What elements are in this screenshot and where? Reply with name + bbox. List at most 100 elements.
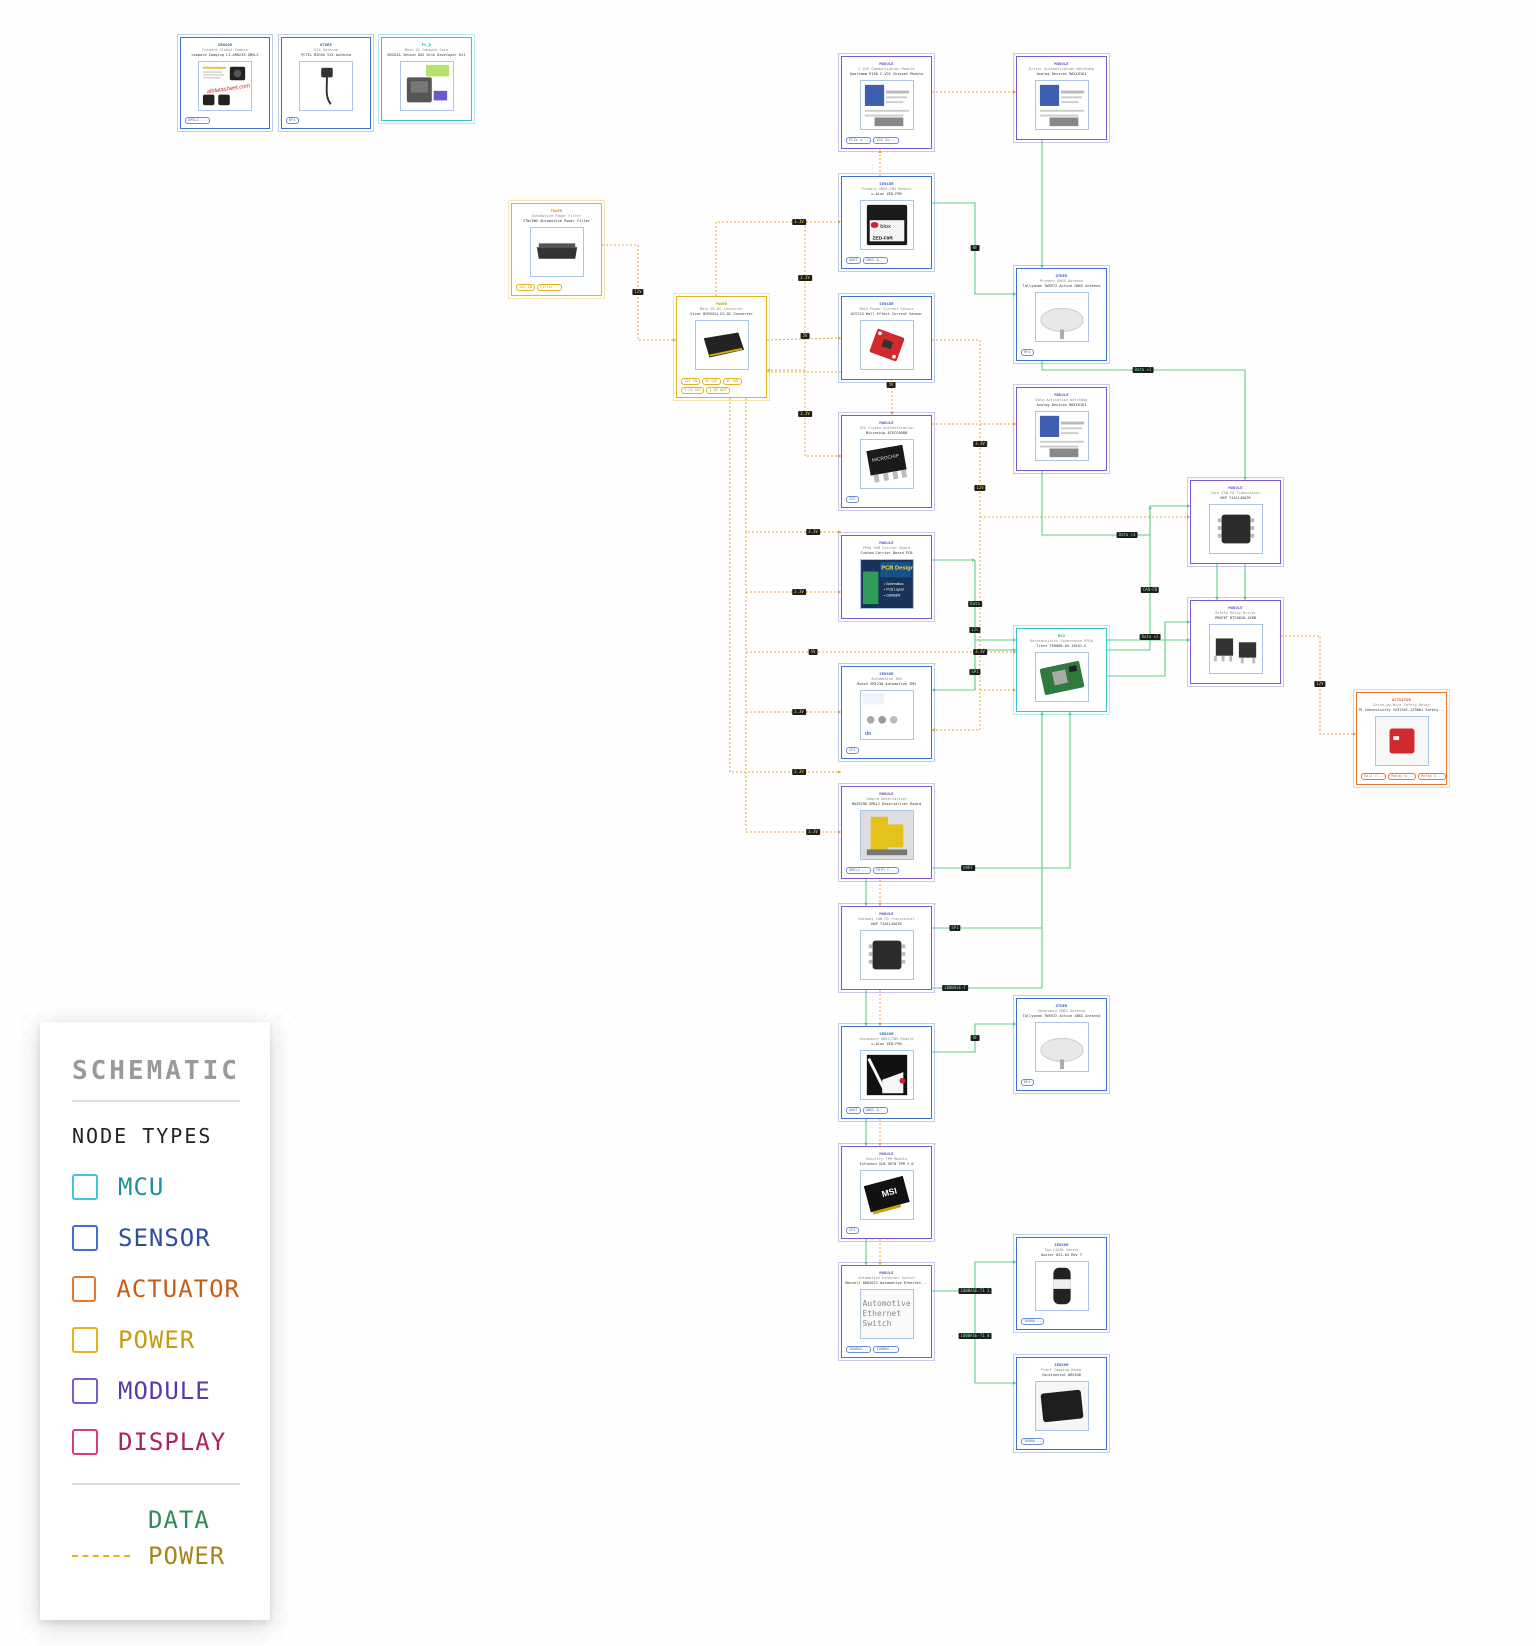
node-type-label: SENSOR <box>879 672 894 676</box>
power-wire <box>715 221 841 296</box>
port-chip[interactable]: GNSS A... <box>862 1107 889 1114</box>
port-chip[interactable]: V2X Se... <box>873 137 899 144</box>
svg-text:• PCB Layout: • PCB Layout <box>884 588 904 592</box>
port-chip[interactable]: 100BAS... <box>846 1346 872 1353</box>
node-type-label: MCU <box>1057 634 1066 638</box>
port-chip[interactable]: 100BA... <box>1021 1318 1045 1325</box>
power-wire-arrowhead <box>673 338 676 342</box>
port-chip[interactable]: Filter... <box>536 284 563 291</box>
port-chip[interactable]: MIPI C... <box>873 867 899 874</box>
dome-antenna-icon <box>1034 292 1089 342</box>
power-wire <box>729 398 841 773</box>
port-chip[interactable]: Relay O... <box>1388 773 1417 780</box>
data-wire-arrowhead <box>1187 620 1190 624</box>
port-chip[interactable]: 12V IN <box>516 284 535 291</box>
node-title: Driver Authentication Watchdog <box>1029 67 1094 71</box>
port-chip[interactable]: 12V IN <box>681 378 700 385</box>
wire-label: 3.3V <box>973 649 987 655</box>
port-chip[interactable]: RF4 <box>1021 349 1034 356</box>
fpga-som-icon <box>1034 652 1089 702</box>
svg-text:MSI: MSI <box>880 1185 897 1199</box>
svg-text:ZED-F9R: ZED-F9R <box>872 235 893 241</box>
port-chip[interactable]: GMSL2 ... <box>185 117 211 124</box>
wire-label: Data +2 <box>1139 634 1161 640</box>
port-chip[interactable]: RF4 <box>1021 1079 1034 1086</box>
legend-divider-2 <box>72 1483 240 1485</box>
port-chip[interactable]: Coil I... <box>1361 773 1387 780</box>
filter-block-icon <box>529 227 584 277</box>
port-chip[interactable]: 3.3V OUT <box>681 387 705 394</box>
port-chip[interactable]: 100BA... <box>1021 1438 1045 1445</box>
data-wire-arrowhead <box>1013 1381 1016 1385</box>
node-type-label: SENSOR <box>217 43 233 47</box>
data-wire-arrowhead <box>864 1143 868 1146</box>
port-chip[interactable]: RF4 <box>286 117 299 124</box>
node-type-label: MODULE <box>879 421 894 425</box>
wire-label: Data <box>968 601 982 607</box>
port-chip[interactable]: UART <box>846 1107 861 1114</box>
wire-label: 3.3V <box>792 709 806 715</box>
node-part-number: Trenz TE0808-04-15EG1-E <box>1036 644 1087 648</box>
node-port-chips: GMSL2 ...MIPI C... <box>846 867 899 874</box>
imu-inductor-icon: de <box>859 690 914 740</box>
legend-item-module: MODULE <box>72 1376 240 1406</box>
node-title: Data Activation Watchdog <box>1035 398 1088 402</box>
node-type-label: MODULE <box>879 1152 894 1156</box>
port-chip[interactable]: 5V OUT <box>701 378 721 385</box>
node-part-number: TE Connectivity V23234C-1Z3001 Safety... <box>1358 708 1445 712</box>
port-chip[interactable]: SPI <box>846 1227 859 1234</box>
port-chip[interactable]: GNSS A... <box>862 257 889 264</box>
node-title: Main DC-DC Converter <box>699 307 744 311</box>
wire-label: 12V <box>974 485 986 491</box>
port-chip[interactable]: GMSL2 ... <box>846 867 872 874</box>
port-chip[interactable]: UART <box>846 257 861 264</box>
wire-label: Data +2 <box>1132 367 1154 373</box>
port-chip[interactable]: SPI <box>846 747 859 754</box>
port-chip[interactable]: Relay C... <box>1418 773 1446 780</box>
port-chip[interactable]: 3V OUT <box>722 378 742 385</box>
legend-divider <box>72 1100 240 1102</box>
svg-text:MICROCHIP: MICROCHIP <box>871 453 899 464</box>
port-chip[interactable]: 1.8V OUT <box>706 387 730 394</box>
node-type-label: SENSOR <box>1054 1363 1069 1367</box>
port-chip[interactable]: I2C <box>846 496 859 503</box>
power-wire-arrowhead <box>1013 422 1016 426</box>
node-title: Automotive Ethernet Switch <box>858 1276 915 1280</box>
wire-label: 100BASE-T1 0 <box>958 1333 992 1339</box>
power-wire <box>932 339 981 731</box>
power-ic-icon <box>1208 624 1263 674</box>
data-wire-arrowhead <box>1013 1022 1016 1026</box>
node-type-label: OTHER <box>1055 274 1068 278</box>
port-chip[interactable]: 100BAS... <box>873 1346 899 1353</box>
node-port-chips: SPI <box>846 747 859 754</box>
port-chip[interactable]: PCIe 4... <box>846 137 872 144</box>
node-port-chips: PCIe 4...V2X Se... <box>846 137 899 144</box>
svg-text:PCB Design: PCB Design <box>881 566 913 572</box>
